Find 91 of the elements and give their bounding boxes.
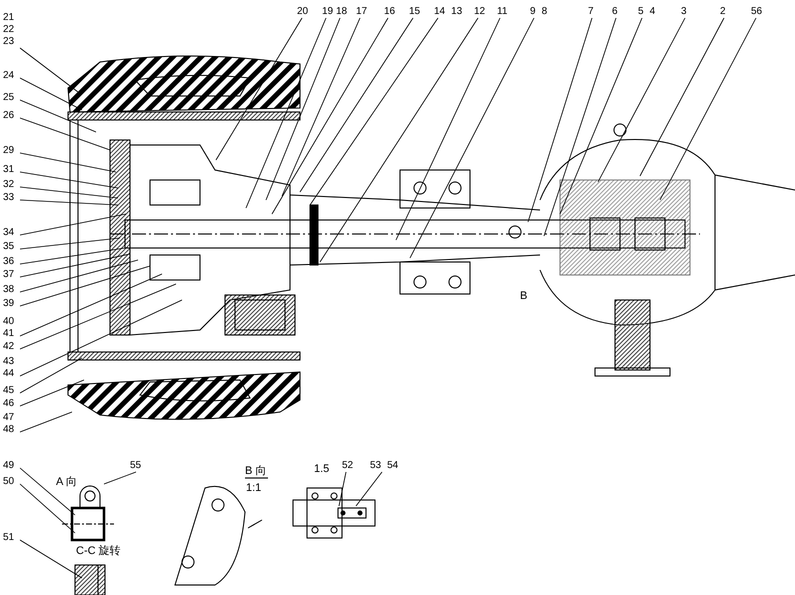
leader-line [20, 380, 84, 406]
callout-number: 37 [3, 269, 14, 281]
leader-line [20, 172, 118, 188]
callout-number: 39 [3, 298, 14, 310]
leader-line [320, 18, 478, 262]
callout-number: 32 [3, 179, 14, 191]
callout-number: 51 [3, 532, 14, 544]
callout-number: 3 [681, 6, 687, 18]
callout-number: 56 [751, 6, 762, 18]
leader-line [20, 152, 116, 172]
leader-line [20, 266, 150, 306]
callout-number: 46 [3, 398, 14, 410]
leader-line [640, 18, 724, 176]
leader-line [310, 18, 438, 206]
callout-number: 53 54 [370, 460, 398, 472]
callout-number: 17 [356, 6, 368, 18]
view-label: B [520, 290, 528, 303]
callout-number: 12 [474, 6, 486, 18]
callout-number: 18 [336, 6, 348, 18]
leader-line [266, 18, 340, 200]
callout-number: 21 22 23 [3, 12, 14, 48]
callout-number: 43 44 [3, 356, 14, 380]
leader-line [246, 18, 326, 208]
view-label: A 向 [56, 476, 77, 489]
callout-number: 35 [3, 241, 14, 253]
callout-number: 33 [3, 192, 14, 204]
leader-line [20, 238, 120, 250]
callout-number: 20 [297, 6, 308, 18]
leader-line [598, 18, 686, 182]
leader-line [20, 100, 96, 132]
callout-number: 19 [322, 6, 334, 18]
leader-line [20, 412, 72, 432]
callout-number: 7 [588, 6, 594, 18]
leader-line [20, 254, 130, 278]
leader-line [528, 18, 592, 222]
callout-number: 36 [3, 256, 14, 268]
callout-number: 45 [3, 385, 14, 397]
callout-number: 50 [3, 476, 14, 488]
callout-number: 9 8 [530, 6, 548, 18]
callout-number: 29 [3, 145, 14, 157]
leader-line [104, 472, 136, 484]
view-label: C-C 旋转 [76, 545, 121, 558]
callout-number: 38 [3, 284, 14, 296]
callout-number: 15 [409, 6, 420, 18]
callout-number: 2 [720, 6, 726, 18]
leader-line [356, 472, 382, 506]
leader-line [20, 78, 82, 110]
leader-line [20, 484, 76, 534]
callout-number: 16 [384, 6, 396, 18]
leader-line [216, 18, 302, 160]
callout-number: 26 [3, 110, 14, 122]
view-label: 1:1 [246, 482, 262, 495]
leader-line [20, 274, 162, 336]
leader-line [20, 118, 110, 150]
leader-line [20, 200, 118, 206]
leader-line [20, 214, 126, 236]
leader-line [20, 260, 138, 292]
view-label: 1.5 [314, 463, 330, 476]
leader-line [20, 468, 76, 516]
leader-line [20, 186, 118, 198]
leader-line [20, 48, 78, 92]
callout-number: 42 [3, 341, 14, 353]
callout-number: 31 [3, 164, 14, 176]
view-a-drawing [62, 486, 114, 542]
leader-line [560, 18, 642, 214]
leader-line [544, 18, 616, 236]
callout-number: 6 [612, 6, 618, 18]
callout-number: 49 [3, 460, 14, 472]
leader-line [20, 248, 126, 264]
leader-line [20, 300, 182, 376]
leader-line [272, 18, 388, 214]
leader-line [338, 472, 346, 506]
leader-line [20, 540, 82, 578]
leader-line [282, 18, 360, 196]
callout-number: 25 [3, 92, 14, 104]
leader-line [300, 18, 414, 192]
leader-line [396, 18, 500, 240]
leader-line [410, 18, 534, 258]
callout-number: 14 13 [434, 6, 462, 18]
view-label: B 向 [245, 465, 266, 478]
callout-number: 40 41 [3, 316, 14, 340]
leader-line [660, 18, 756, 200]
callout-number: 47 48 [3, 412, 14, 436]
callout-number: 11 [497, 6, 508, 18]
leader-line [20, 284, 176, 350]
callout-number: 24 [3, 70, 14, 82]
callout-number: 34 [3, 227, 14, 239]
callout-number: 5 4 [638, 6, 656, 18]
leader-line [20, 358, 82, 394]
callout-number: 55 [130, 460, 142, 472]
callout-number: 52 [342, 460, 354, 472]
